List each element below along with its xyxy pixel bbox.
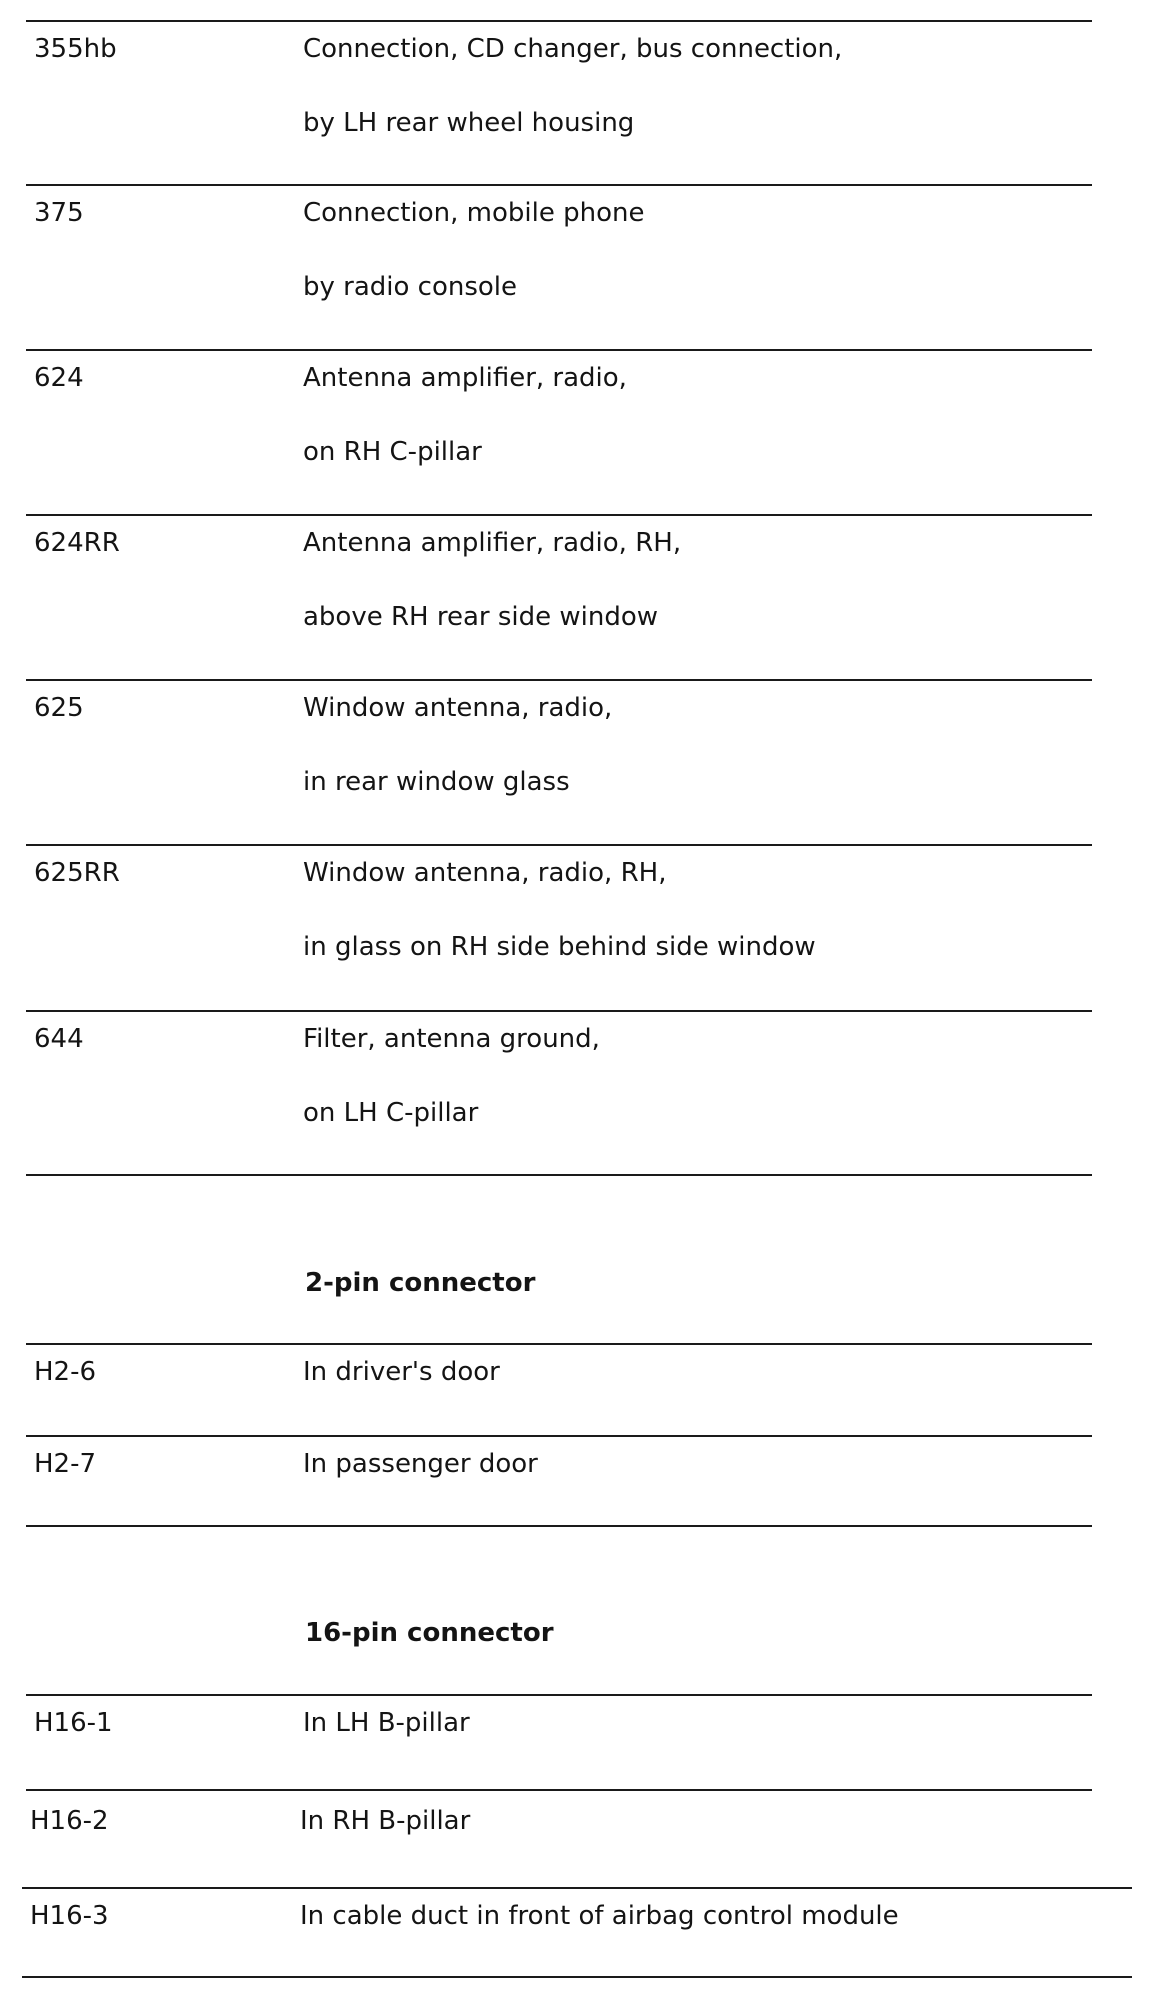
row-divider (22, 1976, 1132, 1978)
component-location: in rear window glass (303, 767, 570, 797)
row-divider (26, 1694, 1092, 1696)
component-location: on LH C-pillar (303, 1098, 479, 1128)
component-code: 624 (34, 363, 84, 393)
row-divider (22, 1887, 1132, 1889)
connector-code: H2-7 (34, 1449, 97, 1479)
component-code: 625 (34, 693, 84, 723)
component-code: 375 (34, 198, 84, 228)
section-heading-16pin: 16-pin connector (305, 1618, 554, 1648)
connector-code: H16-1 (34, 1708, 113, 1738)
component-description: Window antenna, radio, (303, 693, 613, 723)
component-description: Antenna amplifier, radio, (303, 363, 627, 393)
connector-code: H16-3 (30, 1901, 109, 1931)
component-code: 625RR (34, 858, 120, 888)
component-location: above RH rear side window (303, 602, 659, 632)
row-divider (26, 1174, 1092, 1176)
component-code: 644 (34, 1024, 84, 1054)
component-location: by LH rear wheel housing (303, 108, 635, 138)
connector-code: H16-2 (30, 1806, 109, 1836)
row-divider (26, 1435, 1092, 1437)
connector-code: H2-6 (34, 1357, 97, 1387)
component-description: Connection, mobile phone (303, 198, 645, 228)
row-divider (26, 1789, 1092, 1791)
connector-location: In passenger door (303, 1449, 538, 1479)
section-heading-2pin: 2-pin connector (305, 1268, 536, 1298)
component-location: on RH C-pillar (303, 437, 482, 467)
component-location: by radio console (303, 272, 518, 302)
row-divider (26, 349, 1092, 351)
row-divider (26, 844, 1092, 846)
connector-location: In LH B-pillar (303, 1708, 470, 1738)
component-description: Filter, antenna ground, (303, 1024, 600, 1054)
component-description: Antenna amplifier, radio, RH, (303, 528, 682, 558)
connector-location: In driver's door (303, 1357, 500, 1387)
row-divider (26, 20, 1092, 22)
connector-location: In RH B-pillar (300, 1806, 471, 1836)
row-divider (26, 679, 1092, 681)
row-divider (26, 1343, 1092, 1345)
connector-location: In cable duct in front of airbag control… (300, 1901, 899, 1931)
row-divider (26, 514, 1092, 516)
row-divider (26, 1525, 1092, 1527)
component-code: 624RR (34, 528, 120, 558)
component-location: in glass on RH side behind side window (303, 932, 816, 962)
component-description: Connection, CD changer, bus connection, (303, 34, 843, 64)
row-divider (26, 1010, 1092, 1012)
component-code: 355hb (34, 34, 117, 64)
row-divider (26, 184, 1092, 186)
component-description: Window antenna, radio, RH, (303, 858, 667, 888)
